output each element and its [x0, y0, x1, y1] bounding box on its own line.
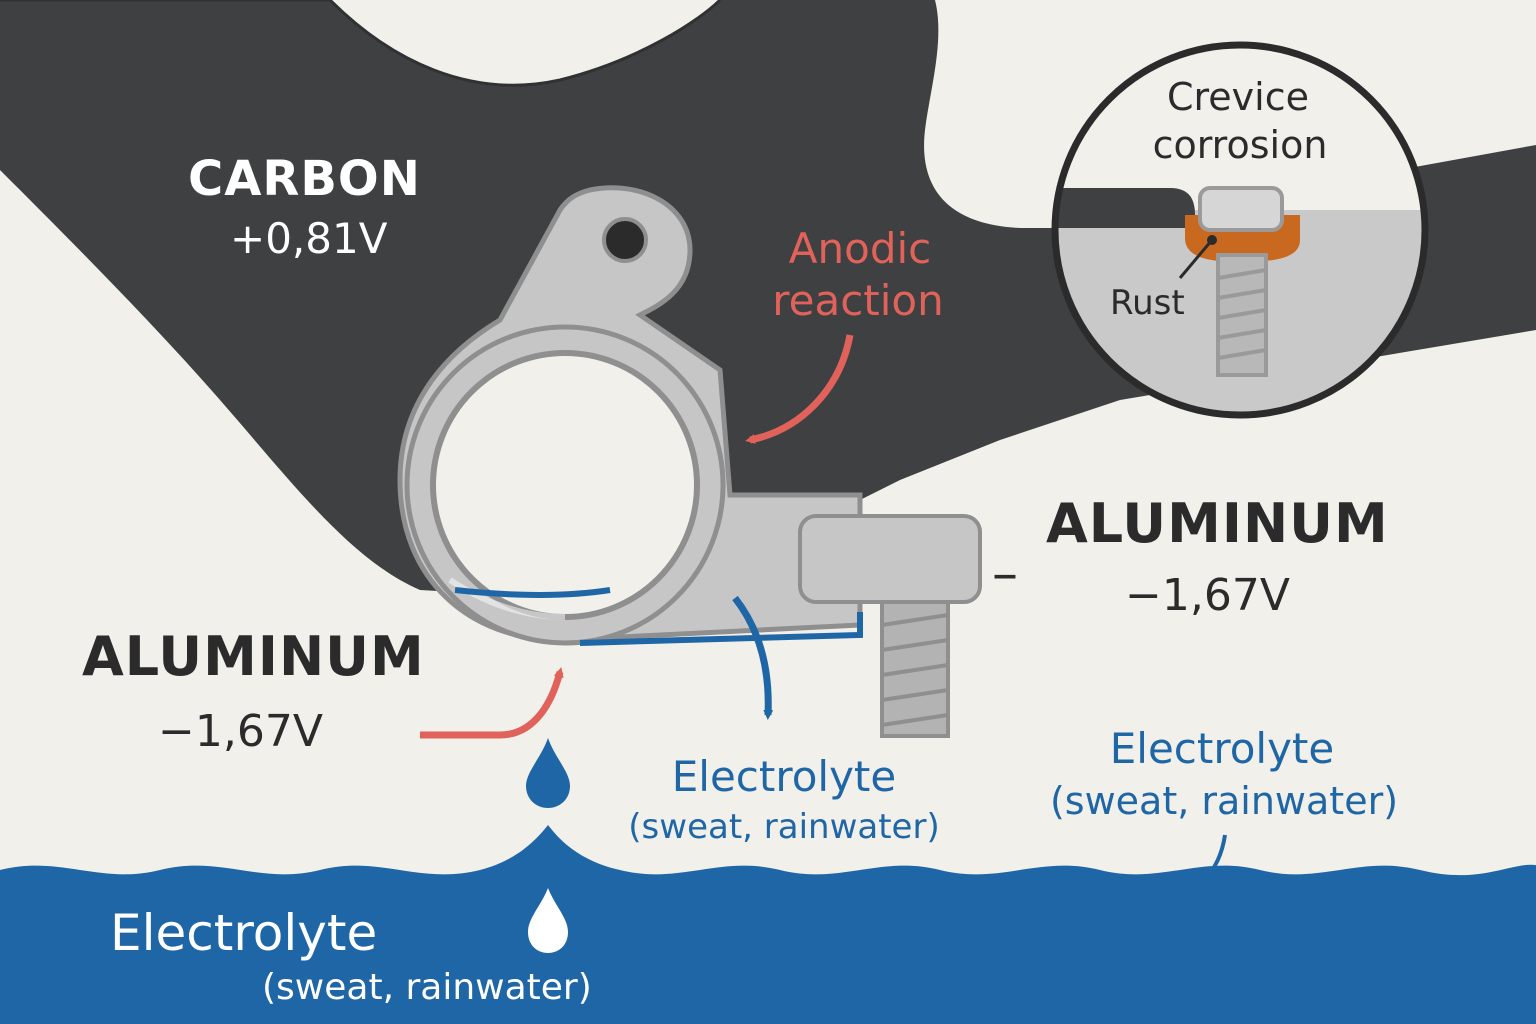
aluminum-right-voltage: −1,67V [1125, 570, 1290, 621]
bolt-icon [798, 514, 982, 738]
crevice-label-line2: corrosion [1152, 123, 1328, 167]
anodic-label-line1: Anodic [788, 224, 932, 273]
electrolyte-right-line1: Electrolyte [1109, 724, 1335, 773]
aluminum-right-dash: – [992, 544, 1018, 604]
electrolyte-sea [0, 825, 1536, 1024]
electrolyte-film [454, 587, 863, 646]
electrolyte-bottom-line2: (sweat, rainwater) [262, 967, 592, 1008]
carbon-voltage: +0,81V [230, 214, 388, 263]
carbon-frame [0, 0, 1536, 600]
electrolyte-center-line1: Electrolyte [671, 752, 897, 801]
aluminum-left-label: ALUMINUM [82, 625, 425, 688]
carbon-label: CARBON [188, 151, 421, 207]
anodic-arrow [745, 334, 854, 444]
arrow-icon [1200, 834, 1227, 884]
electrolyte-bottom-line1: Electrolyte [110, 904, 378, 962]
aluminum-right-label: ALUMINUM [1046, 492, 1389, 555]
aluminum-left-voltage: −1,67V [158, 706, 323, 757]
crevice-label-line1: Crevice [1166, 75, 1310, 119]
anodic-label-line2: reaction [772, 276, 944, 325]
electrolyte-center-line2: (sweat, rainwater) [628, 807, 940, 847]
electrolyte-arrow [732, 595, 774, 720]
rust-label: Rust [1110, 283, 1185, 323]
water-drop-icon [528, 888, 568, 953]
inflow-arrow [420, 667, 564, 739]
water-drop-icon [526, 738, 570, 808]
electrolyte-right-line2: (sweat, rainwater) [1049, 779, 1399, 823]
